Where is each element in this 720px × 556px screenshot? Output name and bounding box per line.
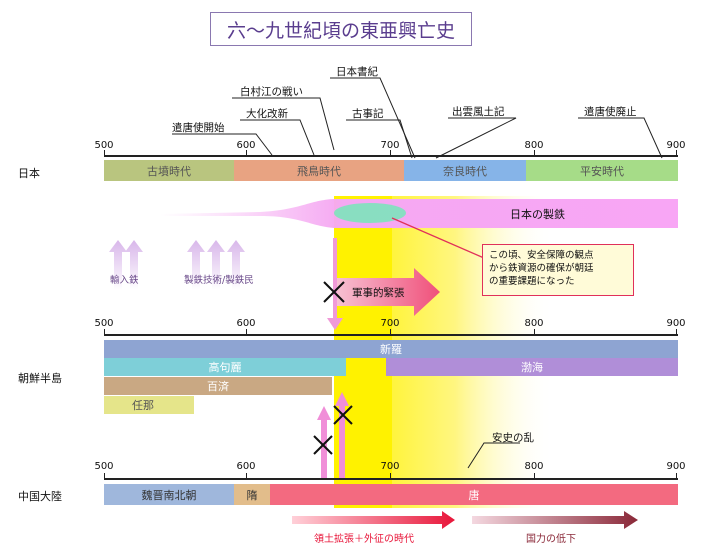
tick-label: 600 xyxy=(236,140,256,151)
tension-arrow xyxy=(336,268,440,316)
tick-mark xyxy=(676,473,677,479)
cross-mark-japan xyxy=(323,281,345,303)
iron-label: 日本の製鉄 xyxy=(510,208,565,221)
tick-mark xyxy=(534,150,535,156)
tick-mark xyxy=(390,473,391,479)
tick-mark xyxy=(676,329,677,335)
period-nara: 奈良時代 xyxy=(404,160,526,181)
callout-line: の重要課題になった xyxy=(489,276,575,287)
tick-mark xyxy=(534,329,535,335)
page-title: 六～九世紀頃の東亜興亡史 xyxy=(210,12,472,46)
event-kentoshi-start: 遣唐使開始 xyxy=(172,122,225,134)
tick-mark xyxy=(104,150,105,156)
tick-label: 800 xyxy=(524,461,544,472)
tick-label: 500 xyxy=(94,461,114,472)
state-balhae: 渤海 xyxy=(386,358,678,376)
state-baekje: 百済 xyxy=(104,377,332,395)
tick-label: 500 xyxy=(94,318,114,329)
expansion-label: 領土拡張＋外征の時代 xyxy=(314,534,414,545)
axis-china xyxy=(104,478,678,480)
event-kentoshi-end: 遣唐使廃止 xyxy=(584,106,637,118)
tick-label: 600 xyxy=(236,318,256,329)
decline-label: 国力の低下 xyxy=(526,534,576,545)
tick-mark xyxy=(390,329,391,335)
tension-label: 軍事的緊張 xyxy=(352,287,405,299)
dynasty-wei-jin: 魏晋南北朝 xyxy=(104,484,234,505)
tick-label: 500 xyxy=(94,140,114,151)
region-label-japan: 日本 xyxy=(18,167,40,180)
callout-box: この頃、安全保障の観点 から鉄資源の確保が朝廷 の重要課題になった xyxy=(482,244,634,296)
tick-label: 700 xyxy=(380,140,400,151)
event-izumo-fudoki: 出雲風土記 xyxy=(452,106,505,118)
dynasty-tang: 唐 xyxy=(270,484,678,505)
tick-label: 900 xyxy=(666,461,686,472)
tick-label: 800 xyxy=(524,140,544,151)
axis-korea xyxy=(104,334,678,336)
tick-label: 900 xyxy=(666,140,686,151)
tick-mark xyxy=(246,473,247,479)
event-kojiki: 古事記 xyxy=(352,108,384,120)
state-mimana: 任那 xyxy=(104,396,194,414)
tick-label: 600 xyxy=(236,461,256,472)
period-asuka: 飛鳥時代 xyxy=(234,160,404,181)
tick-mark xyxy=(246,329,247,335)
iron-band xyxy=(160,199,678,228)
region-label-korea: 朝鮮半島 xyxy=(18,372,62,385)
event-hakusukinoe: 白村江の戦い xyxy=(240,86,303,98)
import-iron-label: 輸入鉄 xyxy=(110,275,139,286)
decline-arrow xyxy=(472,511,638,529)
callout-line: この頃、安全保障の観点 xyxy=(489,250,594,261)
tick-label: 700 xyxy=(380,461,400,472)
region-label-china: 中国大陸 xyxy=(18,490,62,503)
event-nihon-shoki: 日本書紀 xyxy=(336,66,378,78)
event-taika-reform: 大化改新 xyxy=(246,108,288,120)
import-arrows xyxy=(109,240,245,290)
period-heian: 平安時代 xyxy=(526,160,678,181)
period-kofun: 古墳時代 xyxy=(104,160,234,181)
tick-label: 800 xyxy=(524,318,544,329)
callout-line: から鉄資源の確保が朝廷 xyxy=(489,263,594,274)
tick-mark xyxy=(390,150,391,156)
iron-highlight xyxy=(334,203,406,223)
tick-mark xyxy=(246,150,247,156)
tick-label: 700 xyxy=(380,318,400,329)
tick-label: 900 xyxy=(666,318,686,329)
axis-japan xyxy=(104,155,678,157)
dynasty-sui: 隋 xyxy=(234,484,270,505)
tick-mark xyxy=(104,329,105,335)
expansion-arrow xyxy=(292,511,455,529)
tick-mark xyxy=(534,473,535,479)
event-anshi-rebellion: 安史の乱 xyxy=(492,432,534,444)
tech-label: 製鉄技術/製鉄民 xyxy=(184,275,254,286)
tick-mark xyxy=(676,150,677,156)
state-goguryeo: 高句麗 xyxy=(104,358,346,376)
state-silla: 新羅 xyxy=(104,340,678,358)
cross-mark-korea xyxy=(313,405,353,455)
tick-mark xyxy=(104,473,105,479)
